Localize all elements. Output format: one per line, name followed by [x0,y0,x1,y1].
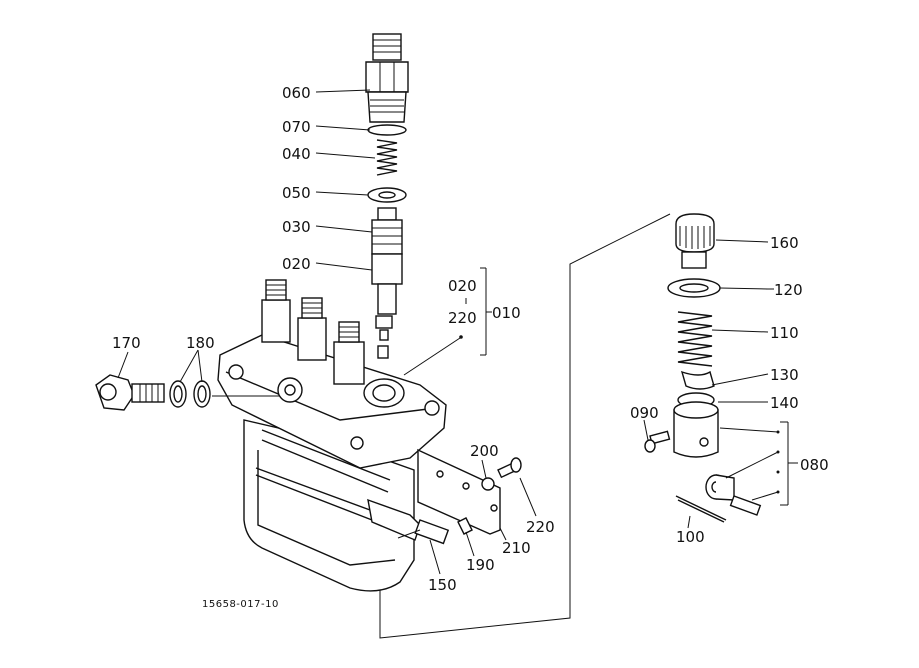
drawing-code: 15658-017-10 [202,599,279,610]
label-130: 130 [770,366,799,384]
label-120: 120 [774,281,803,299]
label-160: 160 [770,234,799,252]
delivery-holder-1 [261,279,291,343]
right-assembly [644,213,780,523]
label-200: 200 [470,442,499,460]
part-labels: 060 070 040 050 030 020 020 220 010 170 … [112,84,829,610]
label-070: 070 [282,118,311,136]
label-010: 010 [492,304,521,322]
delivery-valve-stack [365,33,409,359]
label-190: 190 [466,556,495,574]
label-220-group: 220 [448,309,477,327]
label-140: 140 [770,394,799,412]
leader-lines [117,89,798,575]
label-170: 170 [112,334,141,352]
label-020-group: 020 [448,277,477,295]
delivery-holder-3 [333,321,365,385]
label-060: 060 [282,84,311,102]
label-150: 150 [428,576,457,594]
label-020: 020 [282,255,311,273]
label-100: 100 [676,528,705,546]
label-050: 050 [282,184,311,202]
pump-body [217,279,450,592]
label-110: 110 [770,324,799,342]
label-210: 210 [502,539,531,557]
lower-small-parts [417,448,522,535]
label-220: 220 [526,518,555,536]
label-040: 040 [282,145,311,163]
label-030: 030 [282,218,311,236]
label-180: 180 [186,334,215,352]
delivery-holder-2 [297,297,327,361]
label-090: 090 [630,404,659,422]
label-080: 080 [800,456,829,474]
